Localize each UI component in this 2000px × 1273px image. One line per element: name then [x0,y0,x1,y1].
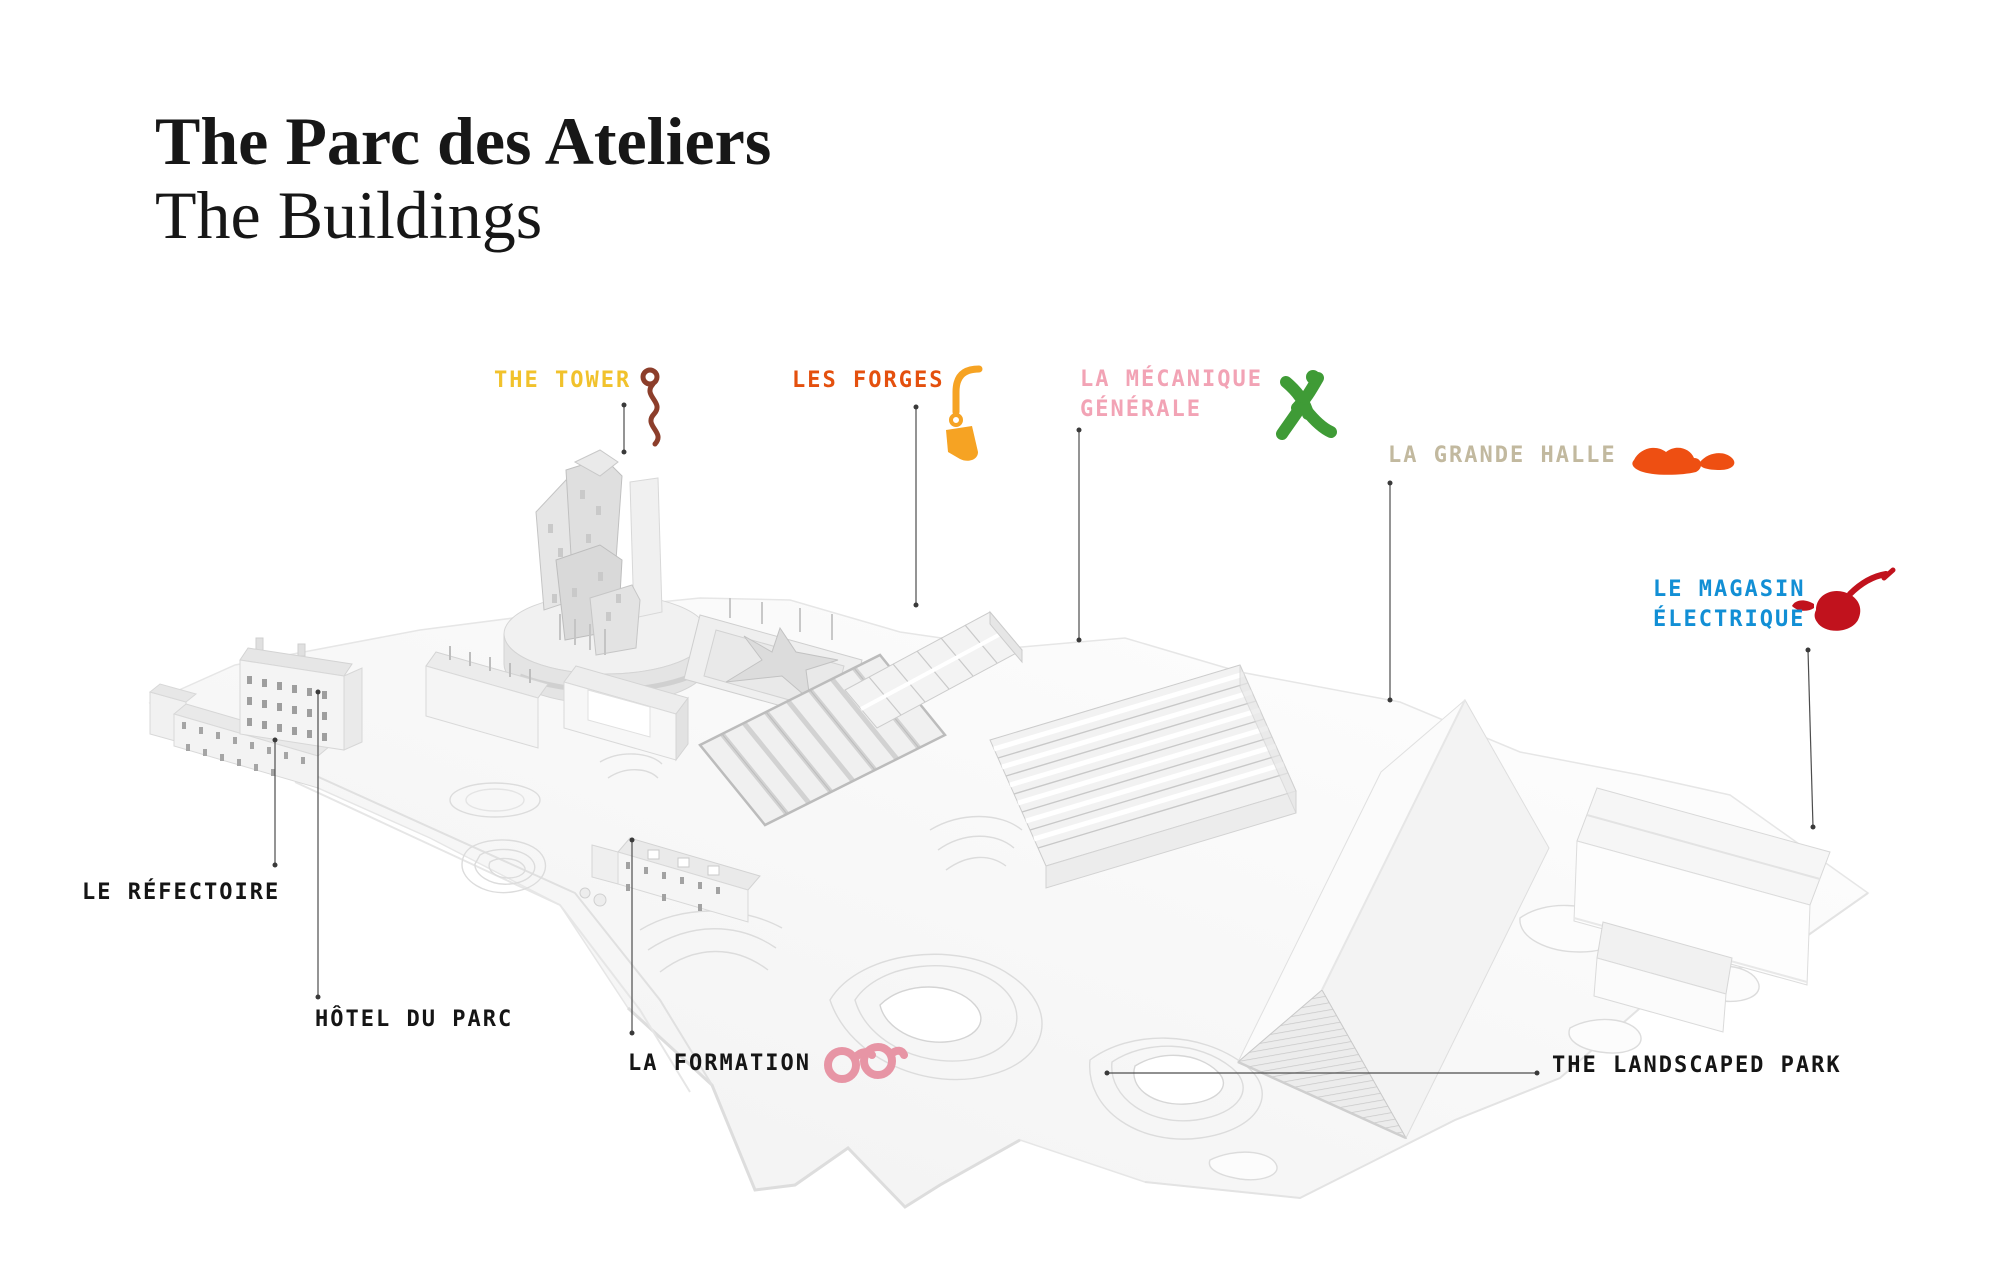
leader-les-forges [913,404,919,608]
road [302,769,713,1086]
building-la-grande-halle [1237,698,1550,1140]
leader-the-landscaped-park [1104,1070,1540,1076]
page-header: The Parc des Ateliers The Buildings [155,104,771,252]
label-la-mecanique-generale: LA MÉCANIQUE GÉNÉRALE [1080,365,1263,425]
page-title: The Parc des Ateliers [155,103,772,179]
label-le-magasin-electrique-line1: LE MAGASIN [1653,577,1806,602]
tower-icon [640,367,661,447]
label-la-mecanique-generale-line1: LA MÉCANIQUE [1080,367,1263,392]
leader-lines [272,402,1816,1076]
building-the-tower [425,449,709,762]
leader-la-formation [629,837,635,1036]
forges-icon [946,365,983,461]
page-subtitle: The Buildings [155,177,543,253]
grande-halle-icon [1632,447,1735,475]
mecanique-icon [1276,370,1337,440]
label-le-refectoire: LE RÉFECTOIRE [82,880,281,905]
label-la-formation: LA FORMATION [628,1051,811,1076]
formation-icon [824,1043,908,1083]
building-la-formation [579,837,761,923]
label-les-forges: LES FORGES [792,368,945,393]
leader-le-magasin-electrique [1805,647,1816,830]
label-le-magasin-electrique: LE MAGASIN ÉLECTRIQUE [1653,575,1805,635]
label-la-mecanique-generale-line2: GÉNÉRALE [1080,397,1202,422]
building-les-forges [698,610,1023,827]
label-la-grande-halle: LA GRANDE HALLE [1388,443,1617,468]
leader-la-mecanique-generale [1076,427,1082,643]
building-la-mecanique-generale [989,664,1297,889]
building-le-magasin-electrique [1573,787,1831,1033]
leader-la-grande-halle [1387,480,1393,703]
leader-hotel-du-parc [315,689,321,1000]
label-hotel-du-parc: HÔTEL DU PARC [315,1007,514,1032]
leader-the-tower [621,402,627,455]
label-the-landscaped-park: THE LANDSCAPED PARK [1552,1053,1842,1078]
label-the-tower: THE TOWER [494,368,632,393]
leader-le-refectoire [272,737,278,868]
magasin-icon [1792,567,1896,631]
label-le-magasin-electrique-line2: ÉLECTRIQUE [1653,607,1806,632]
